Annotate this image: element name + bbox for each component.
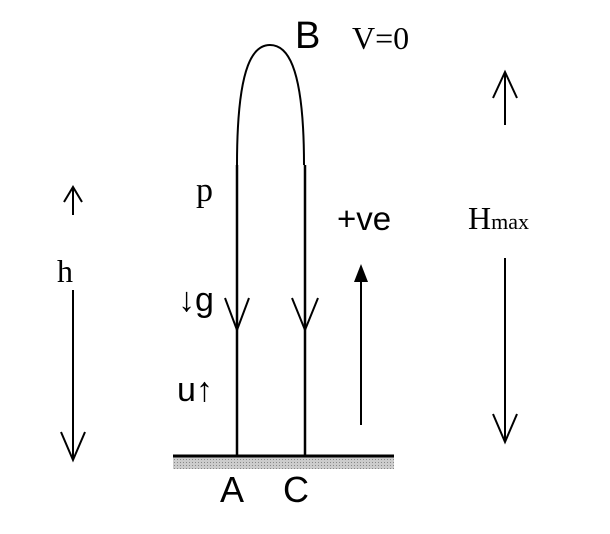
gravity-arrow-icon: ↓ xyxy=(178,281,195,319)
label-positive-direction: +ve xyxy=(337,200,392,237)
label-point-c: C xyxy=(283,469,309,510)
down-arrowhead-right xyxy=(291,297,319,333)
positive-arrowhead xyxy=(354,264,368,282)
velocity-symbol: u xyxy=(177,371,196,409)
trajectory-arc xyxy=(236,43,305,166)
label-point-p: p xyxy=(196,172,213,209)
max-height-arrow xyxy=(492,69,518,445)
label-initial-velocity: u↑ xyxy=(177,373,213,407)
label-point-a: A xyxy=(220,469,245,510)
ground-hatch xyxy=(173,456,394,469)
label-height: h xyxy=(57,253,73,289)
label-point-b: B xyxy=(295,15,321,57)
down-arrowhead-left xyxy=(224,297,250,333)
label-velocity-top: V=0 xyxy=(352,20,410,56)
label-max-height-main: H xyxy=(468,200,492,236)
up-arrow-icon: ↑ xyxy=(195,371,213,409)
label-max-height-sub: max xyxy=(491,209,529,234)
label-max-height: Hmax xyxy=(468,202,529,234)
label-gravity: ↓g xyxy=(178,283,214,317)
gravity-symbol: g xyxy=(195,281,214,319)
height-arrow xyxy=(60,185,86,463)
